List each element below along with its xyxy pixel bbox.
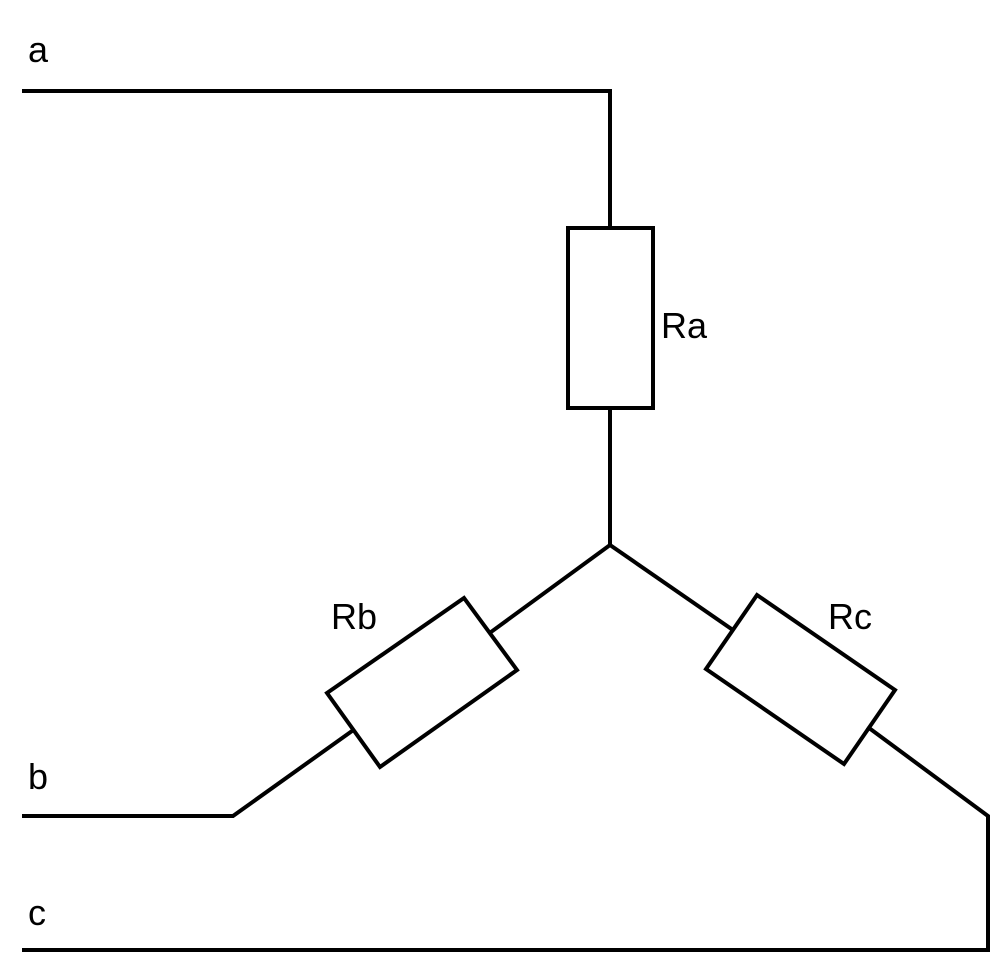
wire-a bbox=[22, 89, 612, 230]
wire-center-rb bbox=[488, 542, 613, 635]
terminal-label-a: a bbox=[28, 29, 49, 70]
wire-c bbox=[22, 725, 990, 952]
resistor-label-ra: Ra bbox=[661, 305, 708, 346]
resistor-rc bbox=[703, 592, 898, 767]
resistor-label-rc: Rc bbox=[828, 596, 872, 637]
resistor-rb bbox=[324, 595, 520, 770]
wire-center-rc bbox=[607, 542, 733, 631]
resistor-label-rb: Rb bbox=[331, 596, 377, 637]
resistor-ra bbox=[566, 226, 655, 410]
terminal-label-c: c bbox=[28, 892, 46, 933]
terminal-label-b: b bbox=[28, 756, 48, 797]
wire-b bbox=[22, 728, 355, 818]
